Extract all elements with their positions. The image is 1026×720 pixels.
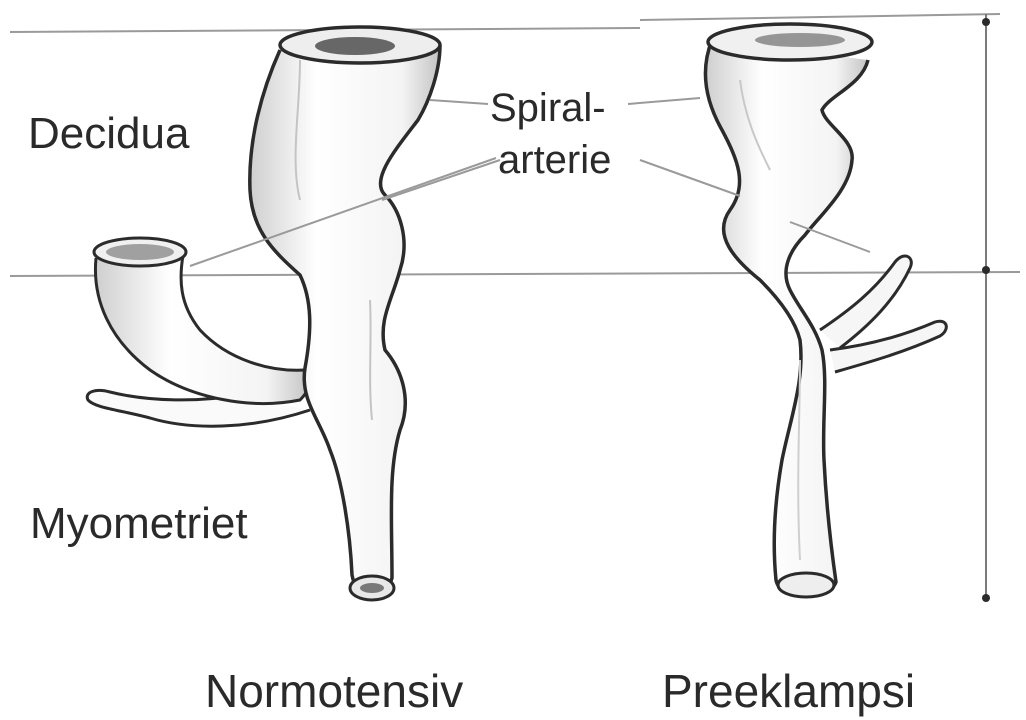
top-boundary-line-right [640,14,1000,20]
preeclampsia-spiral-artery [705,24,946,597]
spiral-artery-label-line1: Spiral- [490,88,606,128]
myometrium-label: Myometriet [30,502,248,546]
preeclampsia-bottom-opening [778,573,834,597]
normotensive-curved-branch [95,250,309,403]
spiral-artery-label-line2: arterie [498,140,611,180]
preeclampsia-caption: Preeklampsi [662,668,915,714]
depth-scale-bar [982,14,990,602]
normotensive-caption: Normotensiv [205,668,463,714]
normotensive-main-trunk [250,45,440,594]
decidua-label: Decidua [28,112,189,156]
